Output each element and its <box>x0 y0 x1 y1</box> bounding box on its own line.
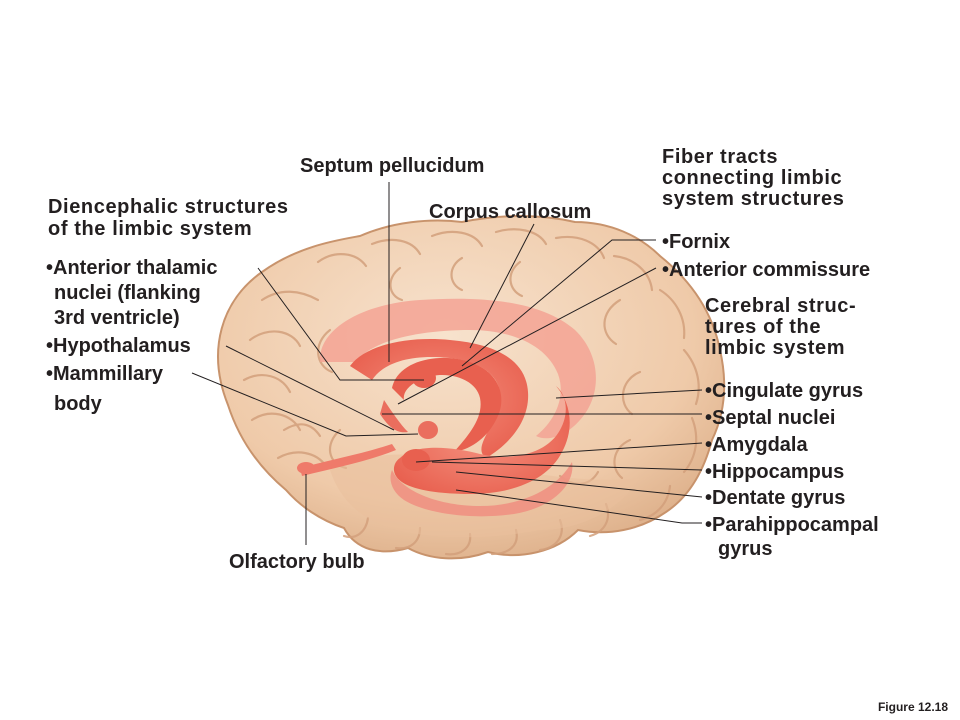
leader-parahippocampal <box>455 489 702 524</box>
hippocampus-shape <box>393 386 570 494</box>
fiber-heading-line1: Fiber tracts <box>662 146 779 168</box>
leader-anterior-thalamic <box>257 267 424 381</box>
olfactory-tract <box>300 444 396 476</box>
olfactory-bulb-shape <box>297 462 315 474</box>
inner-arch <box>392 357 502 452</box>
brain-gyri <box>242 228 700 556</box>
leader-corpus-callosum <box>469 223 535 349</box>
label-olfactory-bulb: Olfactory bulb <box>229 551 365 573</box>
label-parahippocampal-1: •Parahippocampal <box>705 514 879 536</box>
leader-hypothalamus <box>225 345 395 431</box>
cerebral-heading-line2: tures of the <box>705 316 822 338</box>
label-mammillary-1: •Mammillary <box>46 363 164 385</box>
label-cingulate-gyrus: •Cingulate gyrus <box>705 380 864 402</box>
leader-fornix <box>461 239 656 367</box>
leader-dentate <box>455 471 703 498</box>
fiber-heading-line3: system structures <box>662 188 845 210</box>
cerebral-heading-line3: limbic system <box>705 337 846 359</box>
label-anterior-thalamic-1: •Anterior thalamic <box>46 257 218 279</box>
leader-hippocampus <box>431 461 703 471</box>
label-fornix: •Fornix <box>662 231 731 253</box>
figure-number: Figure 12.18 <box>877 700 948 714</box>
parahippocampal-shape <box>390 462 573 517</box>
label-hippocampus: •Hippocampus <box>705 461 845 483</box>
leader-lines <box>191 182 703 545</box>
label-dentate-gyrus: •Dentate gyrus <box>705 487 846 509</box>
label-anterior-thalamic-3: 3rd ventricle) <box>54 307 180 329</box>
label-anterior-commissure: •Anterior commissure <box>662 259 871 281</box>
fiber-heading-line2: connecting limbic <box>662 167 843 189</box>
cerebral-heading-line1: Cerebral struc- <box>705 295 857 317</box>
mammillary-shape <box>418 421 438 439</box>
leader-anterior-commissure <box>397 267 657 405</box>
label-parahippocampal-2: gyrus <box>718 538 773 560</box>
hypothalamus-shape <box>380 400 408 433</box>
label-amygdala: •Amygdala <box>705 434 808 456</box>
leader-cingulate <box>555 389 703 399</box>
label-septum-pellucidum: Septum pellucidum <box>300 155 485 177</box>
label-anterior-thalamic-2: nuclei (flanking <box>54 282 201 304</box>
diencephalic-heading-line1: Diencephalic structures <box>48 196 289 218</box>
leader-amygdala <box>415 442 703 463</box>
label-corpus-callosum: Corpus callosum <box>429 201 592 223</box>
leader-mammillary <box>191 372 419 437</box>
anterior-thalamic-shape <box>412 368 436 388</box>
label-mammillary-2: body <box>54 393 102 415</box>
amygdala-shape <box>402 449 430 471</box>
diencephalic-heading-line2: of the limbic system <box>48 218 253 240</box>
label-septal-nuclei: •Septal nuclei <box>705 407 836 429</box>
label-hypothalamus: •Hypothalamus <box>46 335 191 357</box>
